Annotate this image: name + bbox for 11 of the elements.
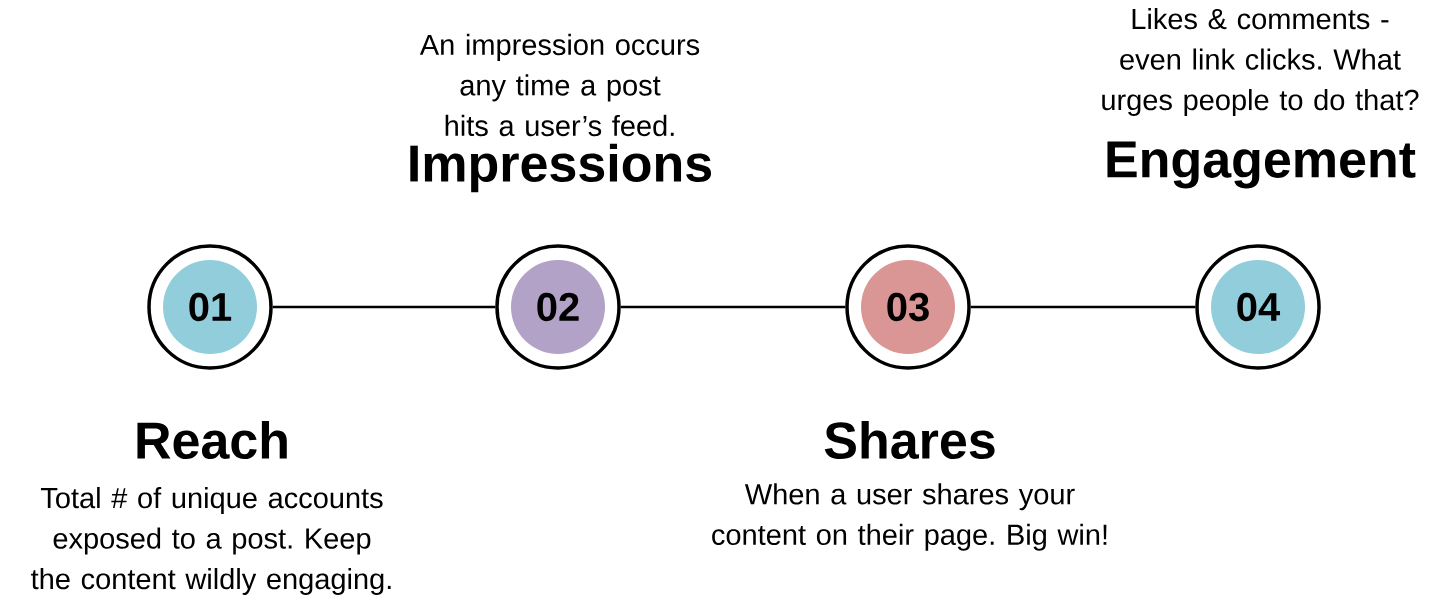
heading: Engagement [1107, 141, 1416, 189]
description: An impression occurs any time a post hits a user’s feed. [419, 33, 700, 137]
connector-line [620, 305, 846, 309]
connector-line [272, 305, 496, 309]
description: Likes & comments - even link clicks. What urges people to do that? [1102, 8, 1419, 116]
description: When a user shares your content on their page. Big win! [712, 483, 1107, 551]
heading: Shares [824, 420, 995, 460]
heading: Impressions [410, 143, 712, 193]
description: Total # of unique accounts exposed to a post. Keep the content wildly engaging. [31, 487, 391, 595]
heading: Reach [137, 420, 287, 460]
connector-line [970, 305, 1196, 309]
